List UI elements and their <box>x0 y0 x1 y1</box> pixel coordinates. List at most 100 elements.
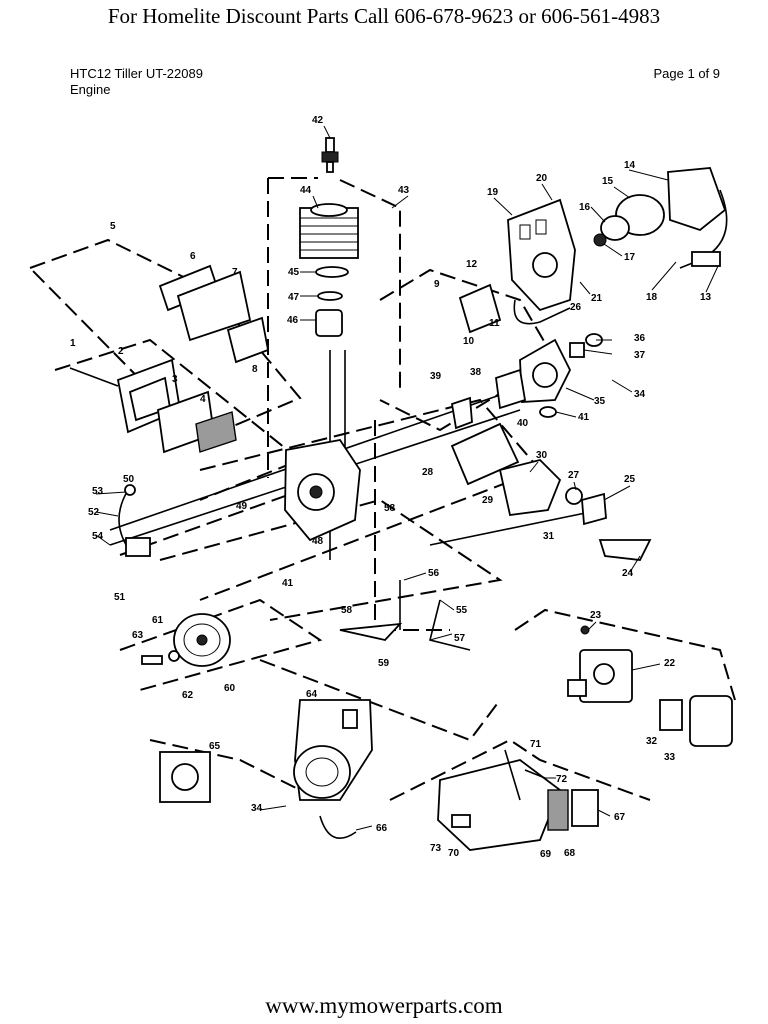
part-label-18: 18 <box>646 292 658 303</box>
part-label-49: 49 <box>236 501 248 512</box>
part-label-21: 21 <box>591 293 603 304</box>
part-numbers: 1 2 3 4 5 6 7 8 9 10 11 12 13 14 15 16 1… <box>70 115 712 860</box>
part-label-17: 17 <box>624 252 636 263</box>
part-label-62: 62 <box>182 690 194 701</box>
part-label-14: 14 <box>624 160 636 171</box>
part-label-72: 72 <box>556 774 568 785</box>
part-label-3: 3 <box>172 374 178 385</box>
part-label-64: 64 <box>306 689 318 700</box>
leader-lines <box>95 125 719 831</box>
throttle-arm-59 <box>339 622 403 641</box>
part-label-20: 20 <box>536 173 548 184</box>
part-label-37: 37 <box>634 350 646 361</box>
part-label-36: 36 <box>634 333 646 344</box>
part-label-66: 66 <box>376 823 388 834</box>
part-label-12: 12 <box>466 259 478 270</box>
part-label-10: 10 <box>463 336 475 347</box>
part-label-35: 35 <box>594 396 606 407</box>
part-label-7: 7 <box>232 267 238 278</box>
part-label-44: 44 <box>300 185 312 196</box>
header-model: HTC12 Tiller UT-22089 Engine <box>70 66 203 98</box>
flywheel-assembly <box>593 167 728 269</box>
cylinder <box>299 203 359 259</box>
part-label-31: 31 <box>543 531 555 542</box>
part-label-55: 55 <box>456 605 468 616</box>
wire-26 <box>513 299 571 325</box>
part-label-52: 52 <box>88 507 100 518</box>
part-label-34a: 34 <box>634 389 646 400</box>
part-label-45: 45 <box>288 267 300 278</box>
part-label-33: 33 <box>664 752 676 763</box>
part-label-16: 16 <box>579 202 591 213</box>
filter-element-4 <box>195 411 237 453</box>
part-label-41b: 41 <box>282 578 294 589</box>
part-label-50: 50 <box>123 474 135 485</box>
part-label-24: 24 <box>622 568 634 579</box>
part-label-40: 40 <box>517 418 529 429</box>
screw-1 <box>69 367 119 387</box>
part-label-59: 59 <box>378 658 390 669</box>
part-label-27: 27 <box>568 470 580 481</box>
part-label-56: 56 <box>428 568 440 579</box>
part-label-73: 73 <box>430 843 442 854</box>
part-label-58a: 58 <box>384 503 396 514</box>
section-name: Engine <box>70 82 111 97</box>
part-label-51: 51 <box>114 592 126 603</box>
clutch-assembly <box>450 333 603 430</box>
page-indicator: Page 1 of 9 <box>653 66 721 81</box>
carb-adapter-7 <box>176 270 252 342</box>
spark-plug <box>321 137 339 173</box>
part-label-30: 30 <box>536 450 548 461</box>
part-label-32: 32 <box>646 736 658 747</box>
adapter-plate-hole <box>171 763 199 791</box>
part-label-28: 28 <box>422 467 434 478</box>
part-label-13: 13 <box>700 292 712 303</box>
part-label-61: 61 <box>152 615 164 626</box>
part-label-23: 23 <box>590 610 602 621</box>
coil-10 <box>458 283 502 334</box>
part-label-70: 70 <box>448 848 460 859</box>
part-label-47: 47 <box>288 292 300 303</box>
ignition-module <box>118 484 151 557</box>
part-label-5: 5 <box>110 221 116 232</box>
part-label-65: 65 <box>209 741 221 752</box>
part-label-9: 9 <box>434 279 440 290</box>
engine-shroud <box>293 699 373 801</box>
part-label-39: 39 <box>430 371 442 382</box>
part-label-4: 4 <box>200 394 206 405</box>
part-label-38: 38 <box>470 367 482 378</box>
starter-housing <box>507 198 576 312</box>
part-label-69: 69 <box>540 849 552 860</box>
part-label-71: 71 <box>530 739 542 750</box>
part-label-67: 67 <box>614 812 626 823</box>
fan-wheel <box>141 613 231 667</box>
part-label-43: 43 <box>398 185 410 196</box>
part-label-25: 25 <box>624 474 636 485</box>
part-label-15: 15 <box>602 176 614 187</box>
part-label-34b: 34 <box>251 803 263 814</box>
part-label-53: 53 <box>92 486 104 497</box>
part-label-22: 22 <box>664 658 676 669</box>
piston <box>315 309 343 337</box>
fuel-tank <box>437 749 599 851</box>
part-label-2: 2 <box>118 346 124 357</box>
crankcase <box>284 439 361 542</box>
drum-assembly <box>498 459 652 561</box>
part-label-41a: 41 <box>578 412 590 423</box>
ring-45 <box>315 266 349 278</box>
part-label-19: 19 <box>487 187 499 198</box>
part-label-57: 57 <box>454 633 466 644</box>
part-label-26: 26 <box>570 302 582 313</box>
carburetor <box>567 625 733 747</box>
part-label-68: 68 <box>564 848 576 859</box>
part-label-48: 48 <box>312 536 324 547</box>
banner-title: For Homelite Discount Parts Call 606-678… <box>107 4 661 28</box>
footer-url: www.mymowerparts.com <box>265 993 503 1018</box>
ring-47 <box>317 291 343 301</box>
part-label-58b: 58 <box>341 605 353 616</box>
part-label-42: 42 <box>312 115 324 126</box>
part-label-29: 29 <box>482 495 494 506</box>
part-label-63: 63 <box>132 630 144 641</box>
lead-wire-66 <box>319 815 357 839</box>
